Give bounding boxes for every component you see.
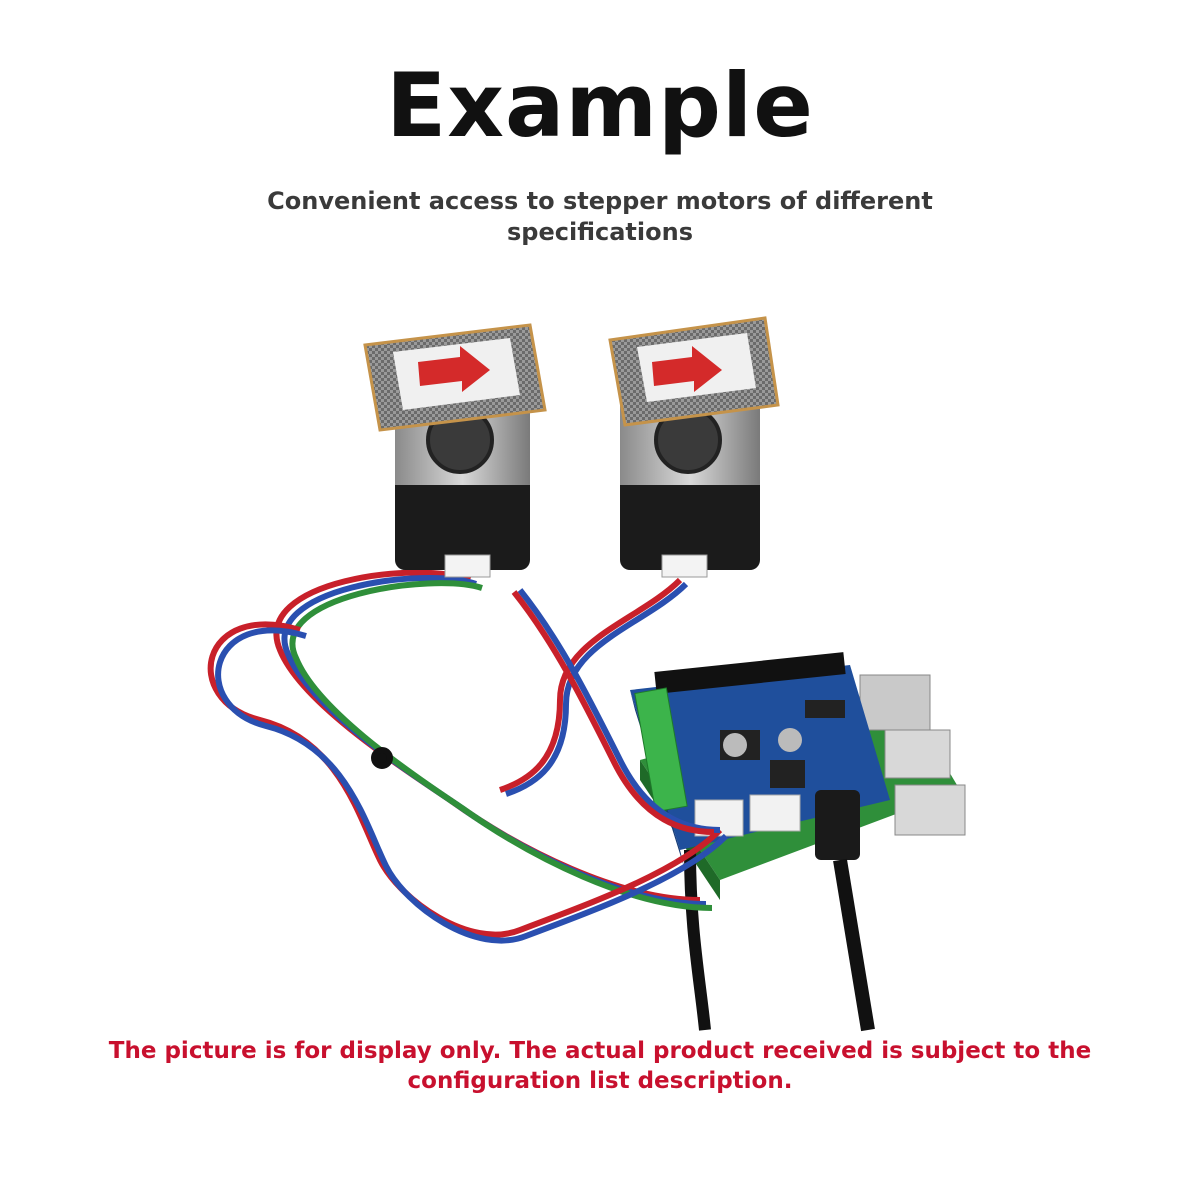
stepper-motor-left <box>363 323 547 578</box>
screw-terminal <box>634 687 688 813</box>
stepper-motor-right <box>608 316 780 578</box>
right-arrow-icon <box>418 346 490 392</box>
usb-port <box>884 729 951 779</box>
motor-cables <box>207 569 729 944</box>
power-jack <box>815 790 860 860</box>
ethernet-port <box>859 674 931 731</box>
right-arrow-icon <box>652 346 722 392</box>
gpio-header <box>654 652 846 694</box>
usb-port <box>894 784 966 836</box>
page-subtitle: Convenient access to stepper motors of d… <box>267 187 933 246</box>
display-notice: The picture is for display only. The act… <box>108 1038 1092 1094</box>
motor-connector-b <box>749 794 801 832</box>
page-title: Example <box>386 54 814 157</box>
